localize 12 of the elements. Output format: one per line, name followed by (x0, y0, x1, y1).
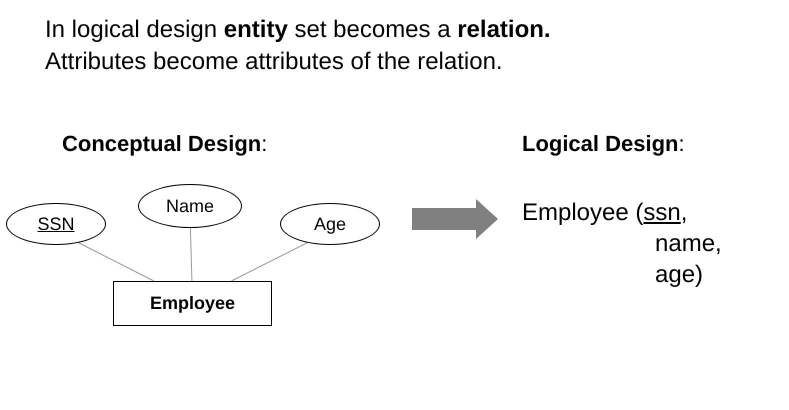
connector-line (190, 228, 192, 282)
attribute-ellipse: Name (138, 184, 242, 228)
relation-schema: Employee (ssn, name, age) (522, 197, 737, 297)
connector-line (230, 242, 308, 282)
block-arrow (412, 199, 498, 239)
section-heading: Logical Design: (522, 131, 685, 157)
connector-line (78, 242, 154, 282)
attribute-ellipse: SSN (6, 203, 106, 245)
attribute-ellipse: Age (280, 203, 380, 245)
slide-title: In logical design entity set becomes a relation. Attributes become attributes of the relation. (45, 15, 552, 77)
entity-box: Employee (113, 281, 272, 326)
section-heading: Conceptual Design: (62, 131, 268, 157)
